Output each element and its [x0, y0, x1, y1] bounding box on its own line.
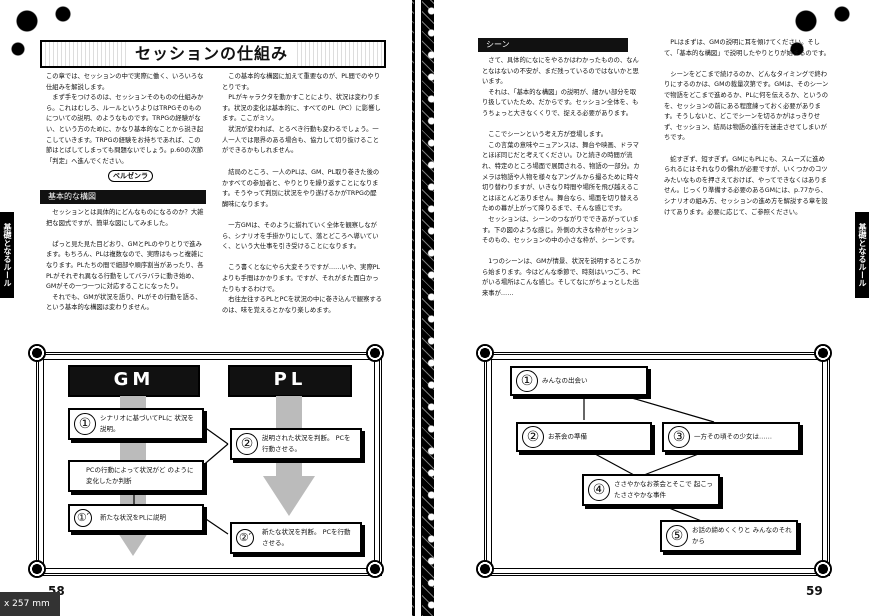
section-heading-basic: 基本的な構図	[40, 190, 206, 204]
pl-step-2-prime: ②′ 新たな状況を判断。 PCを行動させる。	[230, 522, 362, 554]
gm-step-1: ① シナリオに基づいてPLに 状況を説明。	[68, 408, 204, 440]
scene-text-label: ささやかなお茶会とそこで 起こったささやかな事件	[614, 480, 713, 499]
scene-connectors	[583, 383, 715, 523]
frame-ornament	[814, 344, 832, 362]
pl-flow-arrow-head	[263, 476, 315, 516]
frame-ornament	[28, 344, 46, 362]
frame-ornament	[476, 344, 494, 362]
side-tab-right: 基礎となるルール	[855, 212, 869, 298]
scene-3: ③ 一方その頃その少女は……	[662, 422, 800, 452]
section-heading-scene: シーン	[478, 38, 628, 52]
scene-number: ⑤	[666, 525, 688, 547]
scene-number: ②	[522, 426, 544, 448]
right-page: シーン さて、具体的になにをやるかはわかったものの、なんとなはないの不安が、まだ…	[434, 0, 869, 616]
step-text: 新たな状況をPLに説明	[100, 513, 167, 522]
frame-ornament	[366, 560, 384, 578]
gm-judgement: PCの行動によって状況がど のように変化したか判断	[68, 460, 204, 492]
step-text: シナリオに基づいてPLに 状況を説明。	[100, 414, 194, 433]
scene-number: ①	[516, 370, 538, 392]
frame-ornament	[814, 560, 832, 578]
step-text: 新たな状況を判断。 PCを行動させる。	[262, 528, 351, 547]
step-number: ①	[74, 413, 96, 435]
step-number: ②	[236, 433, 258, 455]
step-text: 説明された状況を判断。 PCを行動させる。	[262, 434, 351, 453]
frame-ornament	[366, 344, 384, 362]
scene-diagram-frame	[484, 352, 830, 576]
corner-ornament-top-right	[779, 0, 869, 70]
gm-role-text: 結局のところ、一人のPLは、GM、PL取り巻きた後のかすべての参加者と、やりとり…	[222, 169, 383, 314]
scene-number: ③	[668, 426, 690, 448]
scene-number: ④	[588, 479, 610, 501]
scene-text-label: お茶会の準備	[548, 432, 587, 441]
frame-ornament	[28, 560, 46, 578]
step-number: ②′	[236, 529, 254, 547]
scene-text: さて、具体的になにをやるかはわかったものの、なんとなはないの不安が、まだ残ってい…	[482, 57, 641, 298]
chapter-title: セッションの仕組み	[128, 42, 294, 66]
scene-control-text: PLはまずは、GMの説明に耳を傾けてください。そして、「基本的な構図」で説明した…	[664, 39, 830, 216]
left-page: セッションの仕組み この章では、セッションの中で実際に働く、いろいろな仕組みを解…	[0, 0, 412, 616]
scene-text-label: 一方その頃その少女は……	[694, 432, 772, 441]
diagram-connectors	[133, 423, 229, 535]
scene-text-label: お話の締めくくりと みんなのそれから	[692, 526, 792, 545]
section-logo: ベルゼンラ	[108, 170, 153, 182]
frame-ornament	[476, 560, 494, 578]
gm-step-1-prime: ①′ 新たな状況をPLに説明	[68, 504, 204, 532]
scene-4: ④ ささやかなお茶会とそこで 起こったささやかな事件	[582, 474, 720, 506]
intro-text: この章では、セッションの中で実際に働く、いろいろな仕組みを解説します。 まず手を…	[46, 73, 204, 165]
scene-2: ② お茶会の準備	[516, 422, 652, 452]
scene-1: ① みんなの出会い	[510, 366, 648, 396]
gm-pl-diagram-frame	[36, 352, 382, 576]
interaction-text: この基本的な構図に加えて重要なのが、PL間でのやりとりです。 PLがキャラクタを…	[222, 73, 381, 155]
step-text: PCの行動によって状況がど のように変化したか判断	[86, 466, 194, 485]
basic-structure-text: セッションとは具体的にどんなものになるのか？大雑把な図式ですが、簡単な図にしてみ…	[46, 209, 204, 312]
page-number-right: 59	[806, 584, 823, 598]
chapter-title-banner: セッションの仕組み	[40, 40, 386, 68]
scene-text-label: みんなの出会い	[542, 376, 588, 385]
pl-step-2: ② 説明された状況を判断。 PCを行動させる。	[230, 428, 362, 460]
scene-5: ⑤ お話の締めくくりと みんなのそれから	[660, 520, 798, 552]
side-tab-left: 基礎となるルール	[0, 212, 14, 298]
viewer-size-label: x 257 mm	[0, 592, 60, 616]
step-number: ①′	[74, 509, 92, 527]
